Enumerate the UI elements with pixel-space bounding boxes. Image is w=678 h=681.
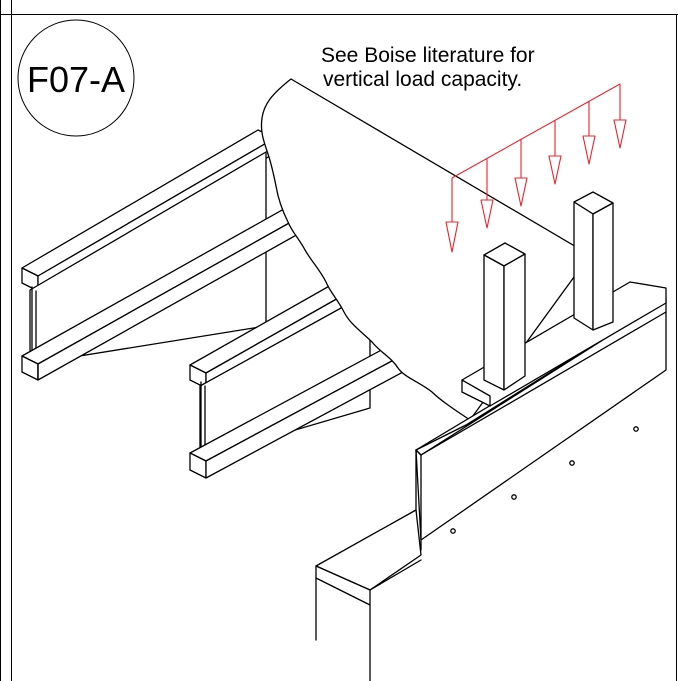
foundation-wall bbox=[315, 509, 422, 681]
vertical-load-arrows bbox=[445, 83, 627, 253]
load-arrow bbox=[613, 84, 627, 149]
detail-tag-bubble: F07-A bbox=[17, 19, 135, 137]
load-arrow bbox=[514, 139, 528, 207]
note-line-2: vertical load capacity. bbox=[323, 68, 522, 91]
nail-head bbox=[569, 460, 575, 466]
nail-head bbox=[633, 426, 639, 432]
i-joist-left bbox=[21, 129, 317, 381]
load-arrow bbox=[582, 101, 596, 165]
i-joist-middle bbox=[189, 279, 417, 479]
wall-stud-back bbox=[573, 191, 614, 331]
load-arrow bbox=[445, 178, 459, 253]
wall-stud-front bbox=[483, 242, 526, 391]
load-arrow bbox=[548, 120, 562, 185]
nail-head bbox=[511, 494, 517, 500]
load-arrow bbox=[480, 159, 494, 229]
note-line-1: See Boise literature for bbox=[321, 44, 535, 67]
load-capacity-note: See Boise literature for vertical load c… bbox=[321, 44, 535, 91]
detail-tag-label: F07-A bbox=[27, 59, 125, 100]
nail-head bbox=[450, 528, 456, 534]
